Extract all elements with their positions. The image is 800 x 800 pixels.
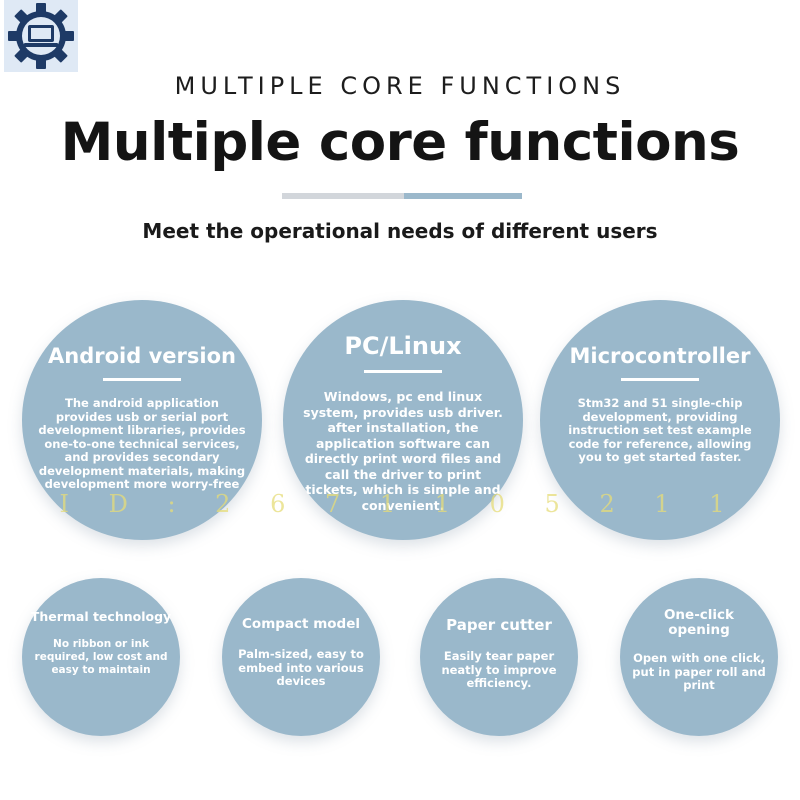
feature-circle-pc-linux: PC/Linux Windows, pc end linux system, p…: [283, 300, 523, 540]
title-divider-right: [404, 193, 522, 199]
feature-title-underline: [621, 378, 699, 381]
feature-title: PC/Linux: [344, 332, 462, 360]
feature-description: Palm-sized, easy to embed into various d…: [238, 647, 364, 688]
feature-circle-compact: Compact model Palm-sized, easy to embed …: [222, 578, 380, 736]
feature-description: Windows, pc end linux system, provides u…: [303, 389, 503, 513]
feature-title: One-click opening: [663, 607, 735, 638]
feature-title: Thermal technology: [30, 609, 172, 624]
feature-title: Microcontroller: [569, 344, 751, 368]
feature-title-underline: [103, 378, 181, 381]
feature-circle-paper-cutter: Paper cutter Easily tear paper neatly to…: [420, 578, 578, 736]
page-title: Multiple core functions: [60, 112, 740, 173]
feature-description: Open with one click, put in paper roll a…: [632, 651, 766, 692]
title-divider-left: [282, 193, 404, 199]
feature-description: The android application provides usb or …: [38, 396, 246, 491]
section-kicker: MULTIPLE CORE FUNCTIONS: [174, 72, 626, 100]
feature-description: No ribbon or ink required, low cost and …: [34, 638, 168, 676]
page-subtitle: Meet the operational needs of different …: [142, 219, 658, 243]
feature-circle-one-click: One-click opening Open with one click, p…: [620, 578, 778, 736]
feature-title: Compact model: [242, 616, 360, 632]
feature-circle-android: Android version The android application …: [22, 300, 262, 540]
brand-logo: [4, 0, 78, 72]
feature-title: Android version: [48, 344, 236, 368]
feature-title-underline: [364, 370, 442, 373]
feature-circle-microcontroller: Microcontroller Stm32 and 51 single-chip…: [540, 300, 780, 540]
feature-description: Easily tear paper neatly to improve effi…: [441, 649, 557, 690]
feature-description: Stm32 and 51 single-chip development, pr…: [568, 396, 752, 464]
feature-title: Paper cutter: [446, 616, 552, 634]
feature-circle-thermal: Thermal technology No ribbon or ink requ…: [22, 578, 180, 736]
gear-laptop-icon: [8, 3, 74, 69]
